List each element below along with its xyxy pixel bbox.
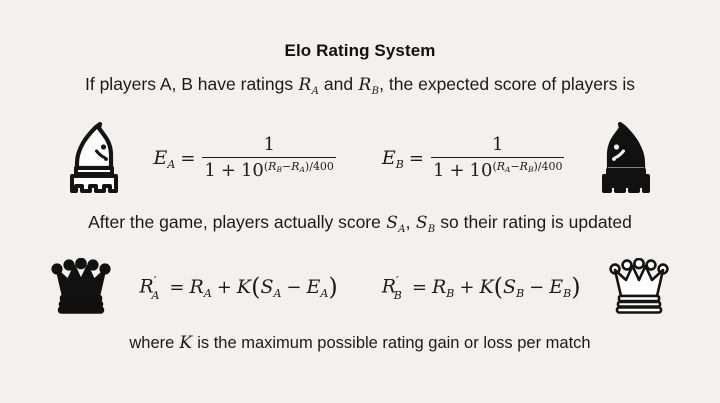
black-knight-icon	[592, 119, 654, 197]
update-a-open-paren: (	[251, 273, 261, 302]
formula-b-numerator: 1	[492, 133, 504, 155]
intro-variable-rb: RB	[358, 75, 379, 97]
formula-a-fraction: 1 1+10(RB−RA)/400	[202, 133, 336, 181]
update-a-close-paren: )	[328, 273, 338, 302]
intro-line: If players A, B have ratings RA and RB, …	[0, 74, 720, 97]
intro-variable-ra: RA	[298, 75, 319, 97]
update-b-plus: +	[459, 276, 475, 298]
white-knight-icon	[66, 119, 128, 197]
formula-b-lhs: EB	[381, 147, 404, 171]
page-title: Elo Rating System	[284, 41, 436, 60]
update-b-minus: −	[529, 276, 545, 298]
formula-a-numerator: 1	[263, 133, 275, 155]
rating-update-row: R′A = RA + K ( SA − EA ) R′B = RB + K ( …	[0, 252, 720, 322]
formula-a-exponent: (RB−RA)/400	[263, 159, 334, 175]
footer-text-after: is the maximum possible rating gain or l…	[192, 334, 591, 352]
formula-a-denominator: 1+10(RB−RA)/400	[204, 159, 334, 181]
expected-score-row: EA = 1 1+10(RB−RA)/400 EB = 1 1+10(RA−RB…	[0, 112, 720, 204]
middle-text-between: ,	[405, 212, 416, 232]
footer-text-before: where	[129, 334, 179, 352]
update-a-expected: EA	[306, 276, 329, 300]
update-a-score: SA	[260, 276, 282, 300]
middle-variable-sa: SA	[386, 213, 406, 235]
update-a-equals: =	[169, 276, 185, 298]
formula-update-a: R′A = RA + K ( SA − EA )	[139, 273, 338, 303]
update-a-plus: +	[216, 276, 232, 298]
formula-b-fraction-bar	[430, 156, 565, 158]
update-b-open-paren: (	[493, 273, 504, 302]
footer-line: where K is the maximum possible rating g…	[0, 333, 720, 353]
middle-line: After the game, players actually score S…	[0, 212, 720, 235]
black-queen-icon	[49, 258, 113, 316]
formula-expected-b: EB = 1 1+10(RA−RB)/400	[381, 133, 567, 181]
white-queen-icon	[607, 258, 671, 316]
update-b-expected: EB	[549, 276, 572, 300]
middle-text-after: so their rating is updated	[435, 212, 632, 232]
update-a-minus: −	[286, 276, 302, 298]
intro-text-before: If players A, B have ratings	[84, 74, 299, 94]
update-b-rhs-var: RB	[431, 276, 455, 300]
update-b-score: SB	[503, 276, 525, 300]
formula-b-fraction: 1 1+10(RA−RB)/400	[430, 133, 565, 181]
update-b-equals: =	[411, 276, 427, 298]
formula-update-b: R′B = RB + K ( SB − EB )	[381, 273, 581, 303]
formula-b-denominator: 1+10(RA−RB)/400	[432, 159, 563, 181]
formula-expected-a: EA = 1 1+10(RB−RA)/400	[153, 133, 338, 181]
formula-a-lhs: EA	[153, 147, 176, 171]
formula-b-equals: =	[408, 147, 424, 169]
middle-text-before: After the game, players actually score	[88, 212, 386, 232]
update-b-k: K	[479, 276, 494, 298]
intro-text-between: and	[319, 74, 358, 94]
update-b-lhs: R′B	[381, 273, 402, 303]
update-a-lhs: R′A	[139, 273, 160, 303]
formula-a-equals: =	[180, 147, 196, 169]
update-b-close-paren: )	[571, 273, 581, 302]
middle-variable-sb: SB	[415, 213, 436, 235]
intro-text-after: , the expected score of players is	[379, 74, 635, 94]
formula-a-fraction-bar	[202, 156, 336, 158]
footer-variable-k: K	[179, 333, 193, 353]
update-a-k: K	[236, 276, 252, 298]
update-a-rhs-var: RA	[189, 276, 212, 300]
formula-b-exponent: (RA−RB)/400	[492, 159, 563, 175]
